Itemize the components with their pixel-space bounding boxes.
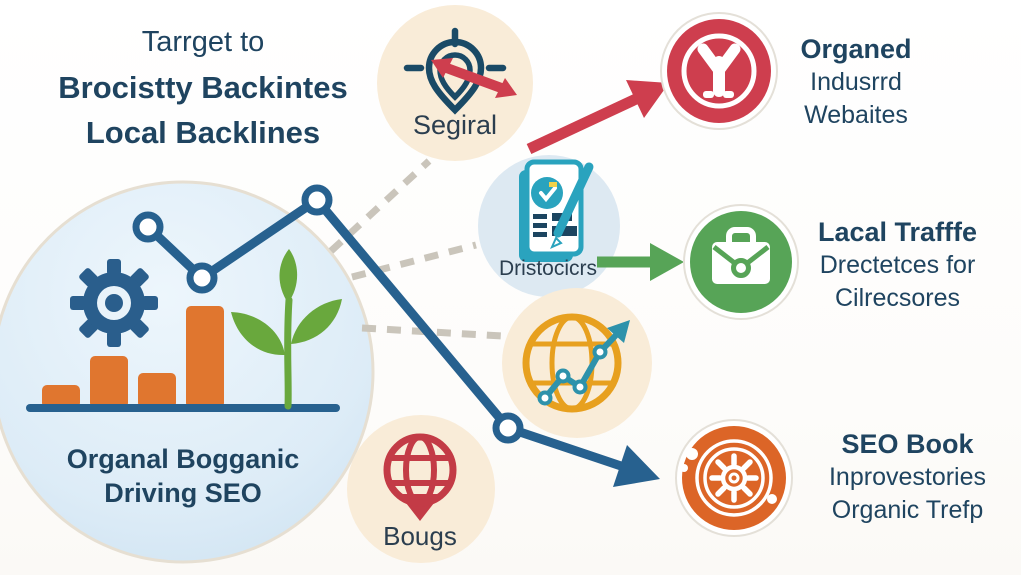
documents-label: Dristocicrs <box>499 257 597 280</box>
globe-hub <box>502 288 652 438</box>
briefcase-badge <box>683 204 799 320</box>
right-item-organed: Organed Indusrrd Webaites <box>786 33 926 132</box>
documents-hub <box>478 155 620 297</box>
briefcase-icon <box>712 227 770 284</box>
page-title: Tarrget to Brocistty Backintes Local Bac… <box>28 20 378 155</box>
gear-icon <box>70 259 158 347</box>
growth-circle-caption: Organal Bogganic Driving SEO <box>46 442 320 510</box>
bougs-label: Bougs <box>383 521 457 551</box>
red-arrow <box>526 80 669 154</box>
person-badge-icon <box>681 33 757 109</box>
gear-badge <box>675 419 793 537</box>
dashed-connectors <box>328 158 503 340</box>
segiral-label: Segiral <box>412 110 498 140</box>
right-item-line: Drectetces for <box>819 251 976 279</box>
dashed-connector <box>351 241 477 281</box>
right-item-lacal-trafffe: Lacal Trafffe Drectetces for Cilrecsores <box>805 216 990 315</box>
dashed-connector <box>328 158 432 254</box>
right-item-line: Organic Trefp <box>831 496 984 524</box>
title-line-2: Brocistty Backintes <box>58 70 348 105</box>
right-item-seo-book: SEO Book Inprovestories Organic Trefp <box>815 428 1000 527</box>
right-item-line: Indusrrd <box>810 68 902 96</box>
right-item-line: Inprovestories <box>828 463 987 491</box>
green-arrow <box>597 243 684 281</box>
right-item-heading: SEO Book <box>841 429 974 459</box>
pin-red-arrow <box>431 58 517 98</box>
title-line-1: Tarrget to <box>141 26 265 58</box>
right-item-heading: Lacal Trafffe <box>817 217 978 247</box>
trend-arrow-icon <box>537 320 630 406</box>
caption-line-2: Driving SEO <box>104 478 262 508</box>
growth-circle-illustration <box>0 180 375 564</box>
trend-polyline-icon <box>132 184 660 487</box>
right-item-line: Cilrecsores <box>834 284 961 312</box>
segiral-hub <box>377 5 533 161</box>
document-checklist-icon <box>519 159 594 262</box>
plant-icon <box>231 249 342 410</box>
gear-badge-icon <box>680 439 777 517</box>
bougs-hub <box>347 415 495 563</box>
globe-pin-icon <box>383 433 457 521</box>
title-line-3: Local Backlines <box>85 115 321 150</box>
right-item-heading: Organed <box>800 34 912 64</box>
right-item-line: Webaites <box>804 101 908 129</box>
caption-line-1: Organal Bogganic <box>66 444 300 474</box>
navy-arrowhead <box>613 445 660 487</box>
person-badge <box>660 12 778 130</box>
bar-chart-icon <box>26 306 340 412</box>
